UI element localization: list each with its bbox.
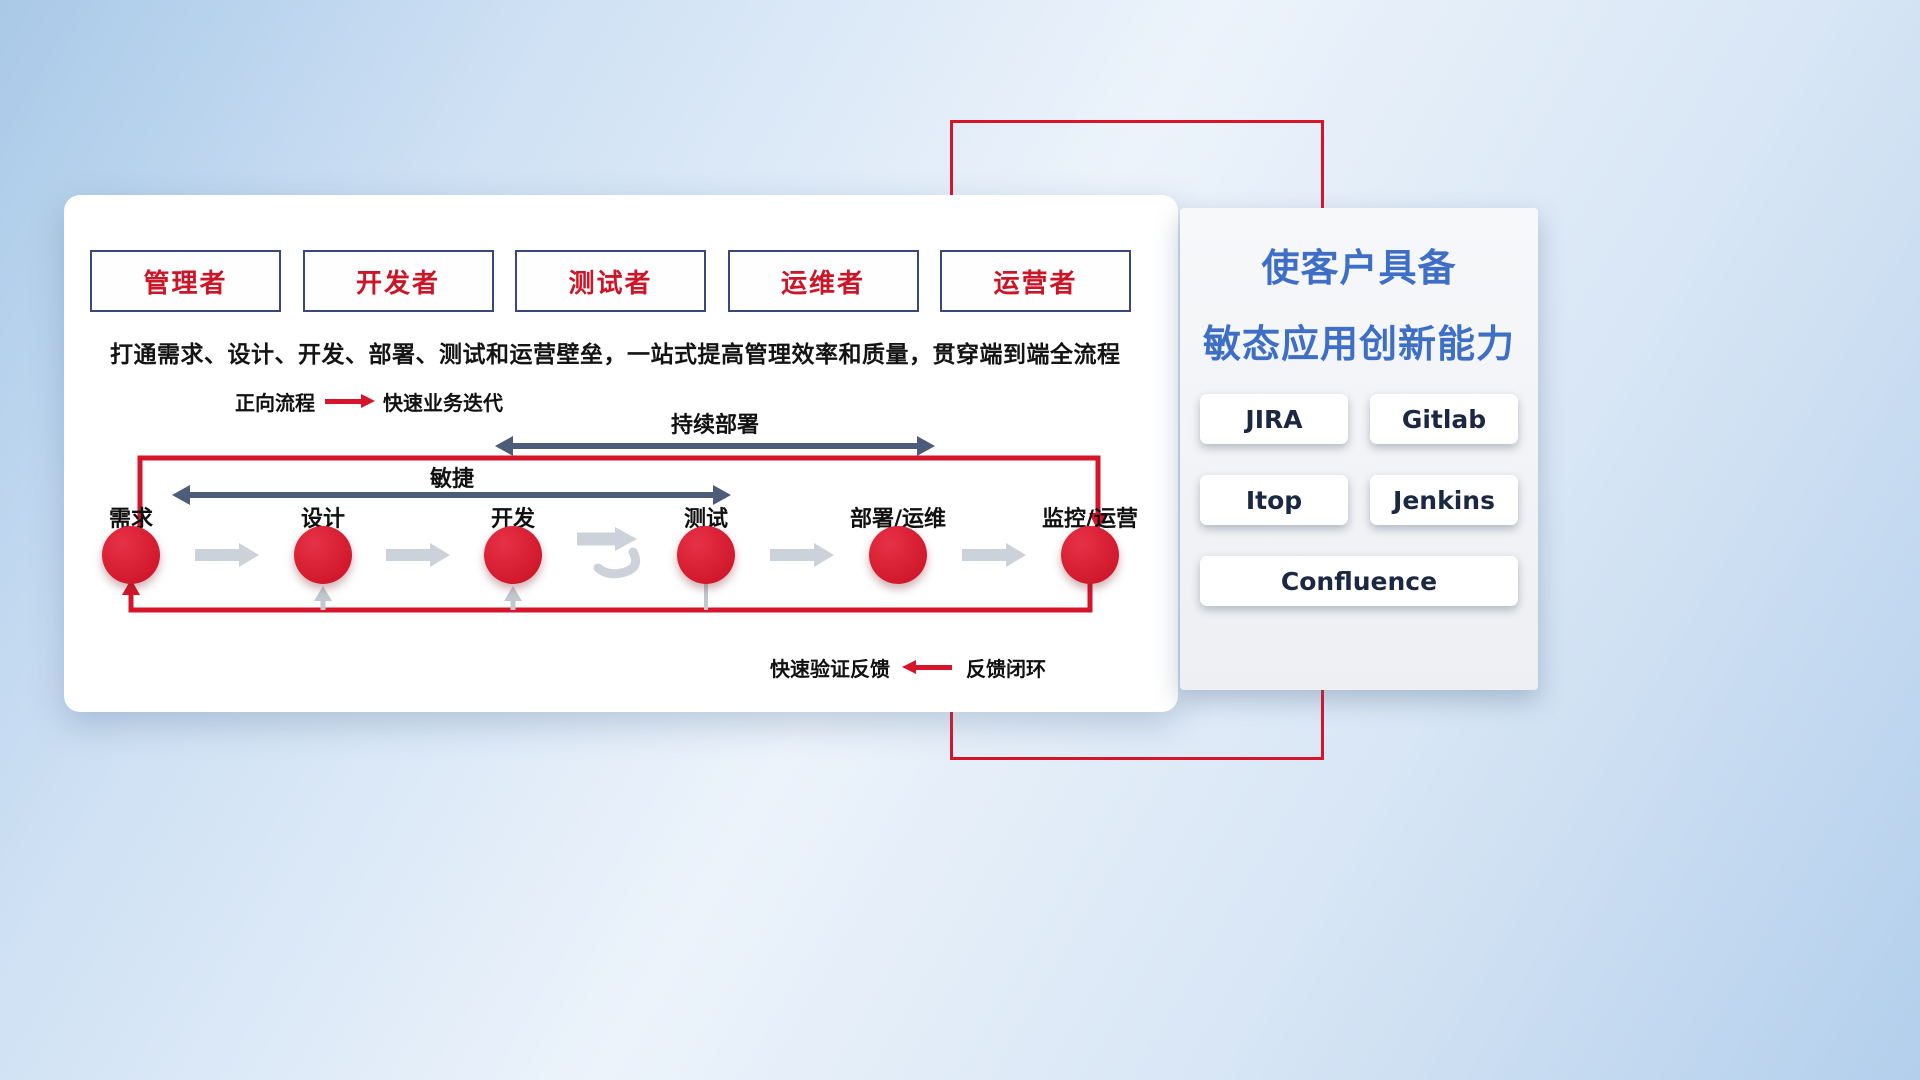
tool-itop: Itop: [1200, 475, 1348, 525]
feedback-legend-label: 快速验证反馈: [770, 657, 890, 681]
role-box-developer: 开发者: [302, 250, 494, 312]
feedback-legend-value: 反馈闭环: [966, 657, 1046, 681]
tool-grid: JIRA Gitlab Itop Jenkins Confluence: [1200, 394, 1518, 606]
agile-arrow: [172, 485, 731, 505]
tool-jira: JIRA: [1200, 394, 1348, 444]
stage-node-monitor-operations: [1061, 526, 1119, 584]
forward-step-arrow-icon: [962, 543, 1026, 567]
forward-step-arrow-icon: [770, 543, 834, 567]
role-label: 运营者: [993, 268, 1078, 299]
continuous-deploy-arrow: [495, 436, 935, 456]
role-box-ops: 运维者: [727, 250, 919, 312]
role-label: 管理者: [143, 268, 228, 299]
role-label: 运维者: [780, 268, 865, 299]
forward-arrow-icon: [325, 394, 375, 408]
iterate-loop-arrow-icon: [577, 527, 641, 579]
agile-label: 敏捷: [429, 467, 474, 492]
forward-step-arrow-icon: [386, 543, 450, 567]
tool-confluence: Confluence: [1200, 556, 1518, 606]
forward-step-arrow-icon: [195, 543, 259, 567]
role-box-tester: 测试者: [515, 250, 706, 312]
continuous-deploy-label: 持续部署: [670, 413, 759, 438]
capability-title-line2: 敏态应用创新能力: [1202, 322, 1515, 366]
stage-node-development: [484, 526, 542, 584]
capability-title-line1: 使客户具备: [1261, 246, 1457, 290]
role-label: 测试者: [568, 268, 653, 299]
stage-node-testing: [677, 526, 735, 584]
role-label: 开发者: [355, 268, 440, 299]
tool-jenkins: Jenkins: [1370, 475, 1518, 525]
stage-node-design: [294, 526, 352, 584]
forward-legend-label: 正向流程: [235, 391, 315, 415]
forward-legend-value: 快速业务迭代: [383, 391, 503, 415]
panel-description: 打通需求、设计、开发、部署、测试和运营壁垒，一站式提高管理效率和质量，贯穿端到端…: [110, 342, 1121, 368]
tool-gitlab: Gitlab: [1370, 394, 1518, 444]
feedback-loop-legend: 快速验证反馈 反馈闭环: [770, 653, 1046, 682]
feedback-arrow-icon: [902, 660, 952, 674]
role-box-operator: 运营者: [940, 250, 1131, 312]
role-box-manager: 管理者: [90, 250, 281, 312]
capability-title: 使客户具备 敏态应用创新能力: [1180, 230, 1538, 382]
role-boxes-row: 管理者 开发者 测试者 运维者 运营者: [90, 250, 1131, 312]
stage-node-requirements: [102, 526, 160, 584]
forward-flow-legend: 正向流程 快速业务迭代: [235, 387, 503, 416]
stage-node-deploy-ops: [869, 526, 927, 584]
devops-flow-panel: 管理者 开发者 测试者 运维者 运营者 打通需求、设计、开发、部署、测试和运营壁…: [64, 195, 1178, 712]
capability-panel: 使客户具备 敏态应用创新能力 JIRA Gitlab Itop Jenkins …: [1180, 208, 1538, 690]
